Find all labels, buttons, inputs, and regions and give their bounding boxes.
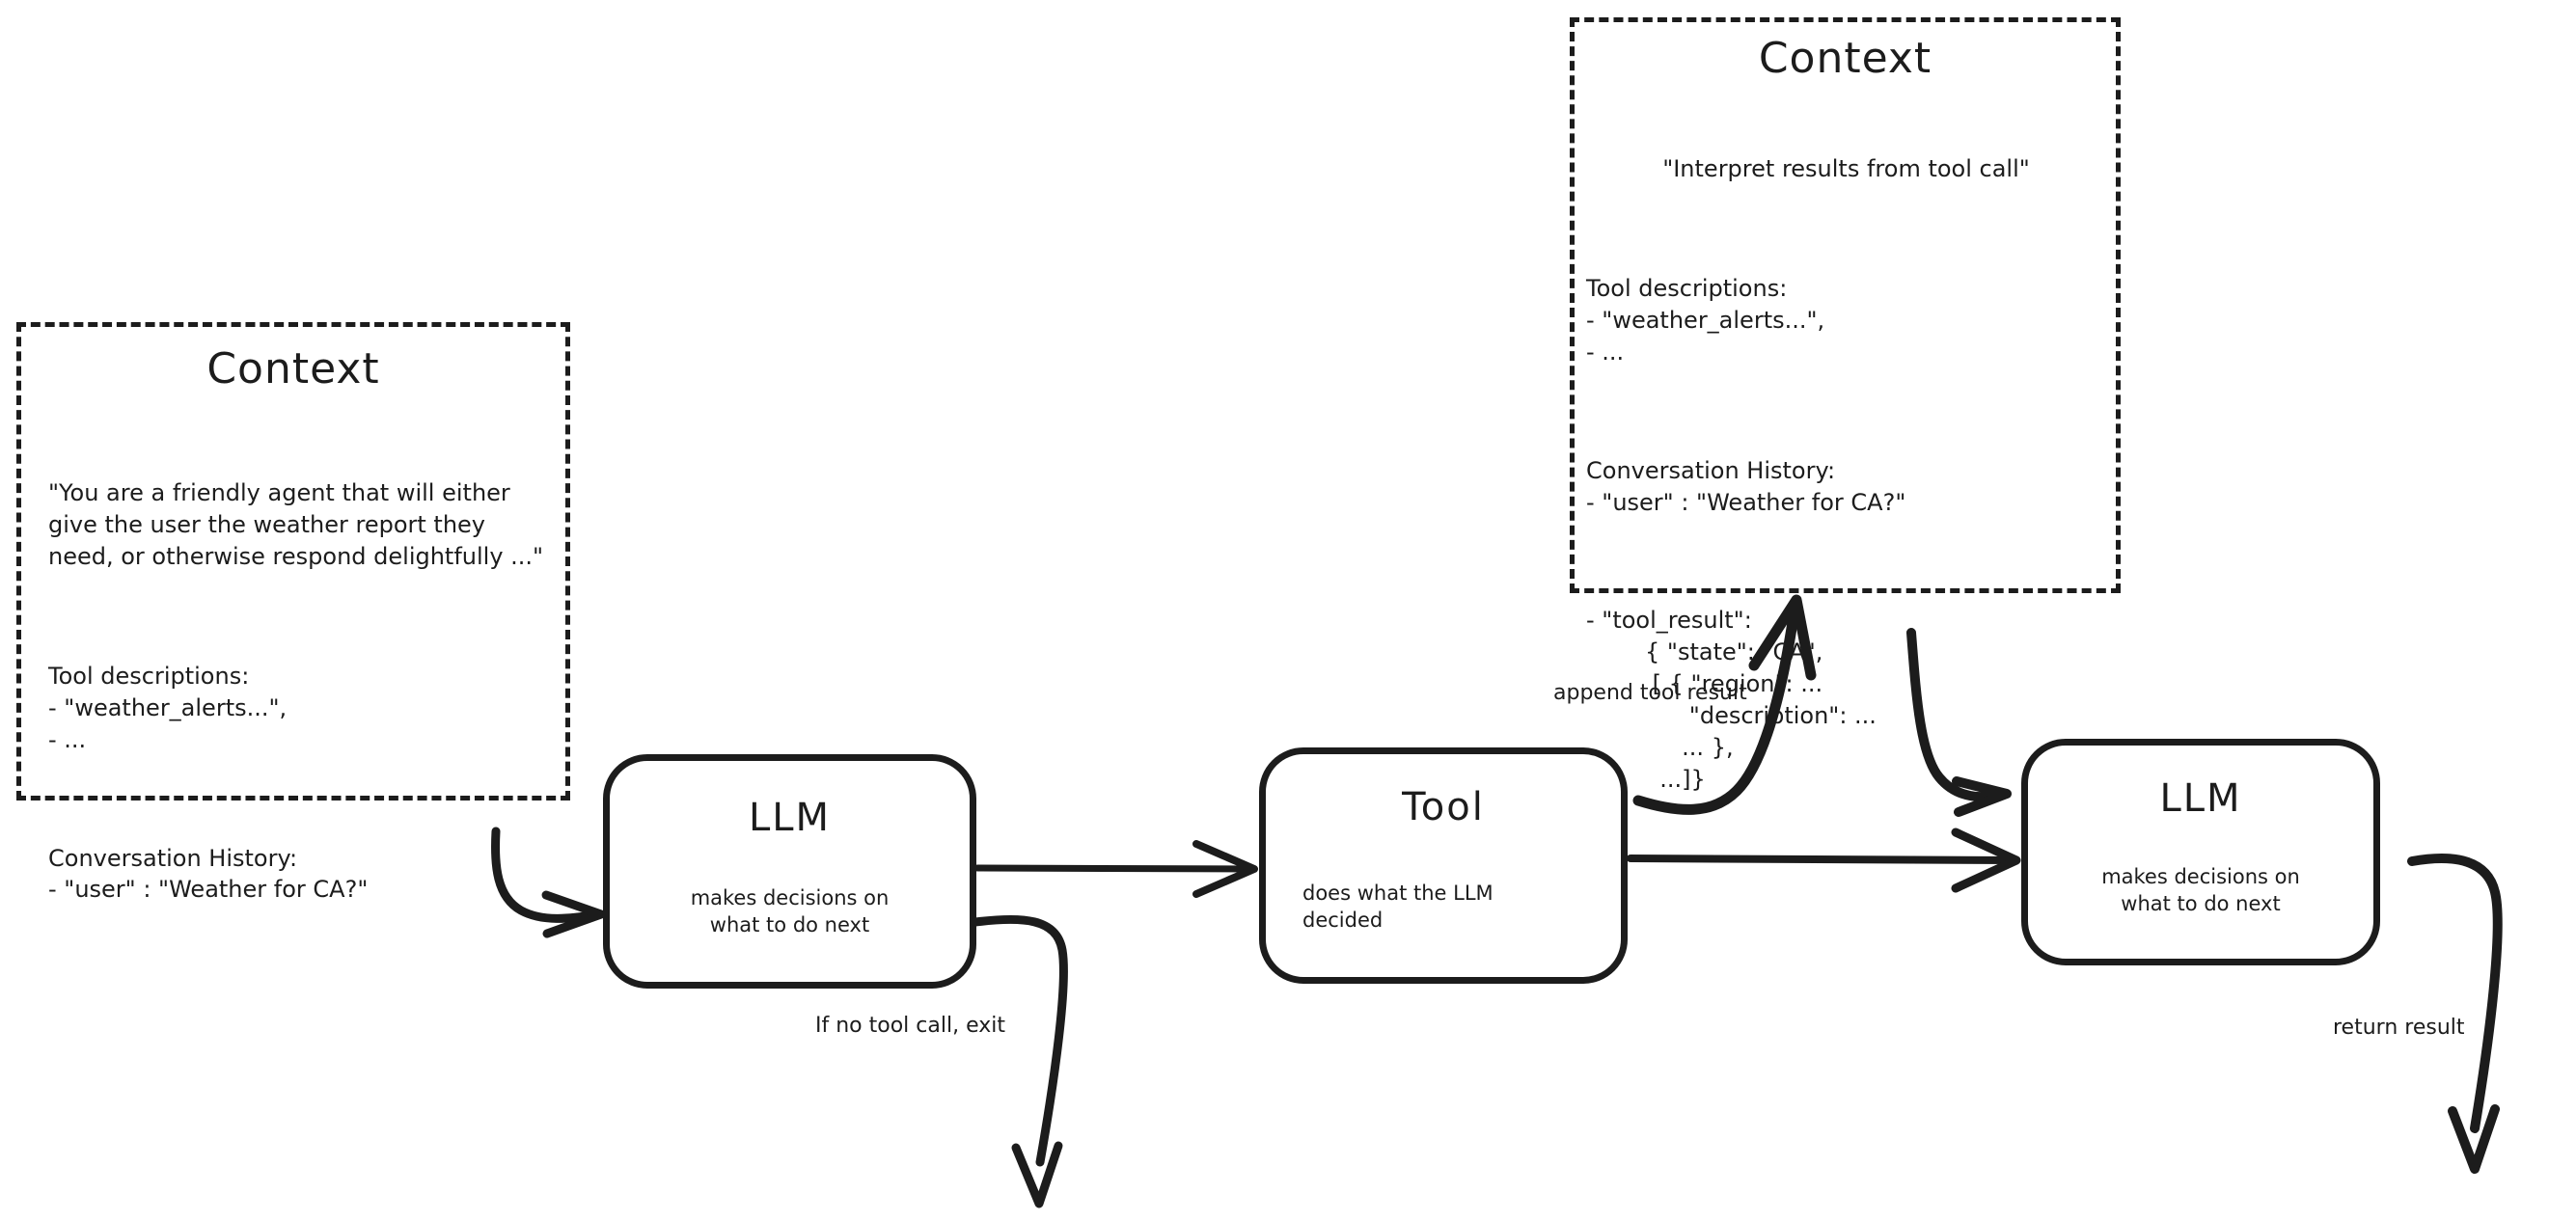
context-right-body: "Interpret results from tool call" Tool …: [1586, 90, 2106, 858]
node-llm-second-title: LLM: [2159, 776, 2242, 821]
edge-label-append-tool-result: append tool result: [1553, 681, 1747, 705]
context-right-conversation: Conversation History: - "user" : "Weathe…: [1586, 455, 2106, 519]
arrow-llm1-to-exit: [971, 914, 1068, 1208]
context-right-title: Context: [1758, 34, 1932, 83]
arrow-llm2-to-return-result: [2407, 854, 2503, 1174]
context-left-tool-descriptions-header: Tool descriptions:: [48, 663, 250, 691]
context-right-tool-descriptions-header: Tool descriptions:: [1586, 275, 1788, 303]
context-right-conversation-items: - "user" : "Weather for CA?": [1586, 488, 1906, 516]
context-right-system-prompt: "Interpret results from tool call": [1662, 154, 2030, 182]
node-llm-first-title: LLM: [748, 796, 832, 840]
context-left-system-prompt: "You are a friendly agent that will eith…: [48, 478, 544, 570]
node-llm-first-subtitle: makes decisions on what to do next: [690, 886, 890, 937]
node-llm-second-subtitle: makes decisions on what to do next: [2101, 865, 2300, 916]
node-tool[interactable]: Tool does what the LLM decided: [1259, 747, 1628, 984]
context-left-conversation-items: - "user" : "Weather for CA?": [48, 876, 369, 904]
context-left-conversation: Conversation History: - "user" : "Weathe…: [48, 843, 548, 907]
edge-label-if-no-tool-call-exit: If no tool call, exit: [815, 1014, 1005, 1038]
node-llm-second[interactable]: LLM makes decisions on what to do next: [2021, 739, 2380, 965]
arrow-llm1-to-tool: [973, 840, 1258, 898]
node-llm-first[interactable]: LLM makes decisions on what to do next: [603, 754, 976, 989]
context-left-tool-descriptions-items: - "weather_alerts...", - ...: [48, 694, 288, 753]
context-box-right: Context "Interpret results from tool cal…: [1570, 17, 2121, 793]
context-box-left: Context "You are a friendly agent that w…: [16, 322, 570, 903]
context-left-title: Context: [206, 344, 380, 393]
node-tool-subtitle: does what the LLM decided: [1302, 882, 1494, 933]
context-left-tool-descriptions: Tool descriptions: - "weather_alerts..."…: [48, 661, 548, 756]
context-right-tool-descriptions-items: - "weather_alerts...", - ...: [1586, 307, 1825, 366]
context-right-conversation-header: Conversation History:: [1586, 456, 1836, 484]
node-tool-title: Tool: [1402, 785, 1485, 829]
context-left-conversation-header: Conversation History:: [48, 844, 298, 872]
edge-label-return-result: return result: [2333, 1016, 2465, 1040]
context-left-body: "You are a friendly agent that will eith…: [48, 414, 548, 969]
context-right-tool-descriptions: Tool descriptions: - "weather_alerts..."…: [1586, 273, 2106, 368]
